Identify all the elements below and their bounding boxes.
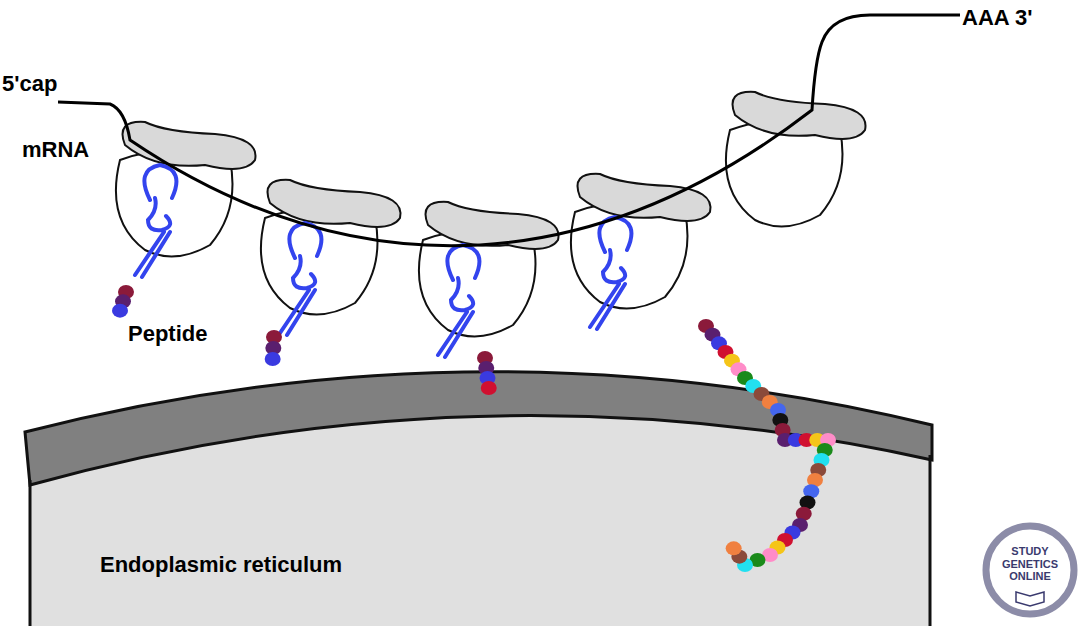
trna [135,165,176,277]
er-membrane [25,372,932,485]
amino-acid-bead [726,541,742,555]
amino-acid-bead [265,352,281,366]
logo-text: STUDY GENETICS ONLINE [997,545,1063,583]
ribosome-small-subunit [578,174,711,221]
er-wall [929,455,932,626]
amino-acid-bead [481,381,497,395]
structure-label: 5'cap [2,72,57,96]
er-region-label-box: Endoplasmic reticulum [100,552,388,592]
structure-label: Peptide [128,322,207,346]
ribosome-small-subunit [426,202,559,249]
er-wall [29,480,32,626]
logo-circle: STUDY GENETICS ONLINE [982,522,1078,618]
mrna-strand [58,15,960,246]
amino-acid-bead [112,304,128,318]
trna [280,223,321,335]
structure-label: AAA 3' [962,6,1032,30]
logo-book [1016,592,1044,606]
logo-ring [982,522,1078,618]
trna [590,217,631,329]
ribosome-small-subunit [733,92,866,139]
region-label: Endoplasmic reticulum [100,552,388,578]
logo-ring-outer [986,526,1074,614]
structure-label: mRNA [22,138,89,162]
ribosome-small-subunit [123,122,256,169]
trna [438,245,479,357]
